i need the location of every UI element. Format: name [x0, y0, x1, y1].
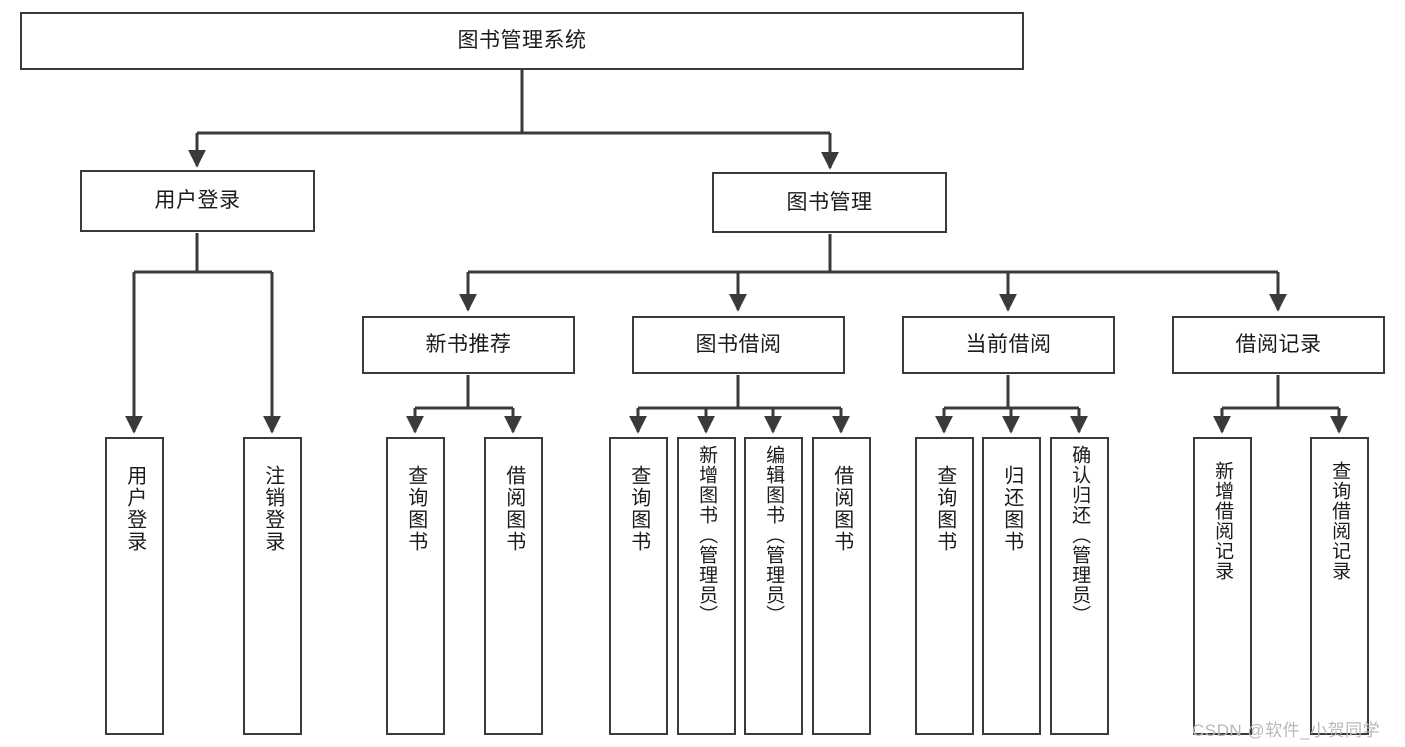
node-book-manage-label: 图书管理 — [786, 190, 873, 214]
node-leaf-user-login-label: 用户登录 — [123, 465, 146, 553]
node-leaf-borrow-book-2[interactable]: 借阅图书 — [812, 437, 871, 735]
node-current-borrow[interactable]: 当前借阅 — [902, 316, 1115, 374]
node-root[interactable]: 图书管理系统 — [20, 12, 1024, 70]
node-leaf-confirm-return[interactable]: 确认归还（管理员） — [1050, 437, 1109, 735]
node-leaf-edit-book-label: 编辑图书（管理员） — [763, 445, 785, 625]
node-leaf-logout[interactable]: 注销登录 — [243, 437, 302, 735]
node-new-book-rec[interactable]: 新书推荐 — [362, 316, 575, 374]
node-leaf-confirm-return-label: 确认归还（管理员） — [1069, 445, 1091, 625]
node-leaf-query-book-2[interactable]: 查询图书 — [609, 437, 668, 735]
node-leaf-borrow-book-1-label: 借阅图书 — [502, 465, 525, 553]
node-leaf-query-book-3-label: 查询图书 — [933, 465, 956, 553]
node-book-borrow-label: 图书借阅 — [695, 333, 782, 357]
node-borrow-record[interactable]: 借阅记录 — [1172, 316, 1385, 374]
node-leaf-borrow-book-1[interactable]: 借阅图书 — [484, 437, 543, 735]
node-leaf-query-record[interactable]: 查询借阅记录 — [1310, 437, 1369, 735]
node-leaf-query-record-label: 查询借阅记录 — [1329, 461, 1351, 581]
node-leaf-return-book[interactable]: 归还图书 — [982, 437, 1041, 735]
node-leaf-edit-book[interactable]: 编辑图书（管理员） — [744, 437, 803, 735]
node-leaf-add-record[interactable]: 新增借阅记录 — [1193, 437, 1252, 735]
node-leaf-add-book[interactable]: 新增图书（管理员） — [677, 437, 736, 735]
node-book-manage[interactable]: 图书管理 — [712, 172, 947, 233]
node-root-label: 图书管理系统 — [457, 29, 587, 53]
node-user-login[interactable]: 用户登录 — [80, 170, 315, 232]
node-borrow-record-label: 借阅记录 — [1235, 333, 1322, 357]
node-leaf-query-book-3[interactable]: 查询图书 — [915, 437, 974, 735]
node-leaf-return-book-label: 归还图书 — [1000, 465, 1023, 553]
node-user-login-label: 用户登录 — [154, 189, 241, 213]
node-leaf-query-book-1-label: 查询图书 — [404, 465, 427, 553]
node-leaf-query-book-1[interactable]: 查询图书 — [386, 437, 445, 735]
node-leaf-user-login[interactable]: 用户登录 — [105, 437, 164, 735]
node-leaf-query-book-2-label: 查询图书 — [627, 465, 650, 553]
node-leaf-add-book-label: 新增图书（管理员） — [696, 445, 718, 625]
node-new-book-rec-label: 新书推荐 — [425, 333, 512, 357]
node-book-borrow[interactable]: 图书借阅 — [632, 316, 845, 374]
node-leaf-add-record-label: 新增借阅记录 — [1212, 461, 1234, 581]
node-current-borrow-label: 当前借阅 — [965, 333, 1052, 357]
node-leaf-logout-label: 注销登录 — [261, 465, 284, 553]
node-leaf-borrow-book-2-label: 借阅图书 — [830, 465, 853, 553]
csdn-watermark: CSDN @软件_小贺同学 — [1192, 721, 1381, 740]
